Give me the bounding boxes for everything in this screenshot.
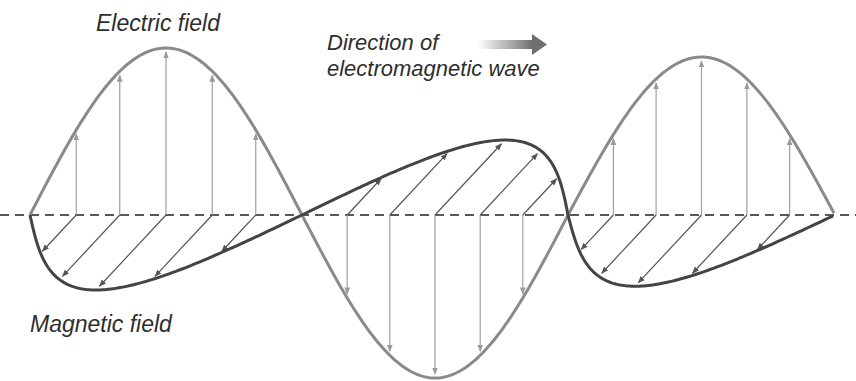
magnetic-vector <box>480 154 537 215</box>
electric-vector <box>613 139 614 215</box>
direction-arrow-head <box>532 34 547 55</box>
electric-vector <box>522 215 523 294</box>
magnetic-wave <box>30 140 833 290</box>
magnetic-field-label: Magnetic field <box>30 311 230 339</box>
magnetic-vector <box>602 215 656 273</box>
electric-vector <box>212 75 213 215</box>
electric-vector <box>347 215 348 294</box>
electric-vector <box>480 215 481 351</box>
electric-vector <box>165 52 166 215</box>
field-vectors <box>30 48 834 378</box>
electric-vector <box>255 134 256 215</box>
direction-arrow <box>478 34 547 55</box>
electric-vector <box>656 83 657 215</box>
electric-vector <box>76 134 77 215</box>
magnetic-vector <box>523 179 557 215</box>
direction-label: Direction of electromagnetic wave <box>327 30 567 83</box>
propagation-axis <box>0 214 856 216</box>
magnetic-vector <box>63 215 120 276</box>
electric-vector <box>119 75 120 215</box>
magnetic-vector <box>581 215 613 249</box>
electric-vector <box>434 215 435 374</box>
magnetic-vector <box>42 215 76 251</box>
magnetic-vector <box>435 144 502 215</box>
electric-wave <box>30 48 834 378</box>
direction-arrow-shaft <box>478 40 533 49</box>
electric-vector <box>789 139 790 215</box>
electric-field-label: Electric field <box>96 10 296 38</box>
magnetic-vector <box>638 215 701 283</box>
electric-vector <box>701 61 702 215</box>
electric-vector <box>746 83 747 215</box>
electric-vector <box>389 215 390 351</box>
